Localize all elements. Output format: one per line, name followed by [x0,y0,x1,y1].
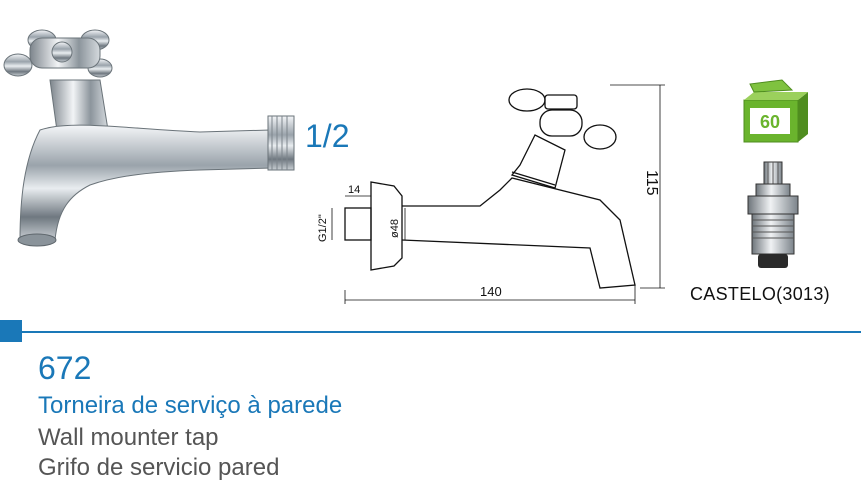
divider-marker [0,320,22,342]
divider-line [22,331,861,333]
product-name-pt: Torneira de serviço à parede [38,392,343,419]
product-name-es: Grifo de servicio pared [38,454,280,481]
cartridge-icon [747,161,799,268]
dim-diameter: ø48 [389,219,401,238]
thread-size-label: 1/2 [305,118,350,154]
dim-length: 140 [480,284,502,299]
dim-thread: G1/2" [317,214,329,242]
cartridge-label: CASTELO(3013) [690,284,830,304]
badge-value: 60 [760,112,780,132]
tap-photo-icon [3,29,295,247]
technical-drawing: 140 115 14 G1/2" ø48 [317,84,665,304]
product-code: 672 [38,350,92,386]
dim-height: 115 [643,170,660,196]
warranty-box-icon: 60 [743,79,808,143]
dim-flange: 14 [348,184,360,196]
product-name-en: Wall mounter tap [38,424,219,451]
